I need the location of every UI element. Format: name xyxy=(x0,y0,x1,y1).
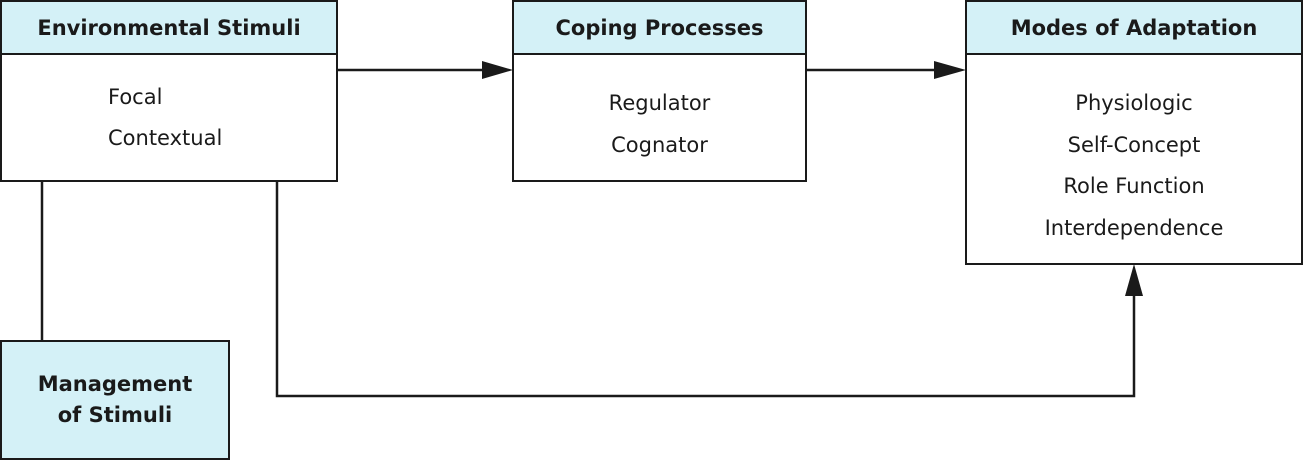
environmental-stimuli-title: Environmental Stimuli xyxy=(2,2,336,55)
management-of-stimuli-label: Management of Stimuli xyxy=(38,369,193,431)
arrow-stimuli-to-modes-bottom xyxy=(275,180,1136,398)
coping-cognator: Cognator xyxy=(611,132,708,157)
coping-processes-body: Regulator Cognator xyxy=(514,55,805,166)
modes-of-adaptation-body: Physiologic Self-Concept Role Function I… xyxy=(967,55,1301,249)
management-of-stimuli-box: Management of Stimuli xyxy=(0,340,230,460)
coping-processes-title: Coping Processes xyxy=(514,2,805,55)
mode-interdependence: Interdependence xyxy=(1044,215,1224,240)
mode-self-concept: Self-Concept xyxy=(1067,132,1201,157)
environmental-stimuli-box: Environmental Stimuli xyxy=(0,0,338,182)
arrowhead-coping xyxy=(482,61,513,79)
coping-processes-box: Coping Processes Regulator Cognator xyxy=(512,0,807,182)
coping-regulator: Regulator xyxy=(608,91,711,115)
modes-of-adaptation-title: Modes of Adaptation xyxy=(967,2,1301,55)
modes-of-adaptation-box: Modes of Adaptation Physiologic Self-Con… xyxy=(965,0,1303,265)
mode-physiologic: Physiologic xyxy=(1075,91,1193,115)
mode-role-function: Role Function xyxy=(1063,174,1205,198)
stimulus-focal: Focal xyxy=(108,85,163,109)
stimulus-contextual: Contextual xyxy=(108,126,223,150)
arrowhead-modes-bottom xyxy=(1125,264,1143,296)
management-line-1: Management xyxy=(37,372,193,396)
management-line-2: of Stimuli xyxy=(57,403,173,427)
arrowhead-modes xyxy=(934,61,966,79)
